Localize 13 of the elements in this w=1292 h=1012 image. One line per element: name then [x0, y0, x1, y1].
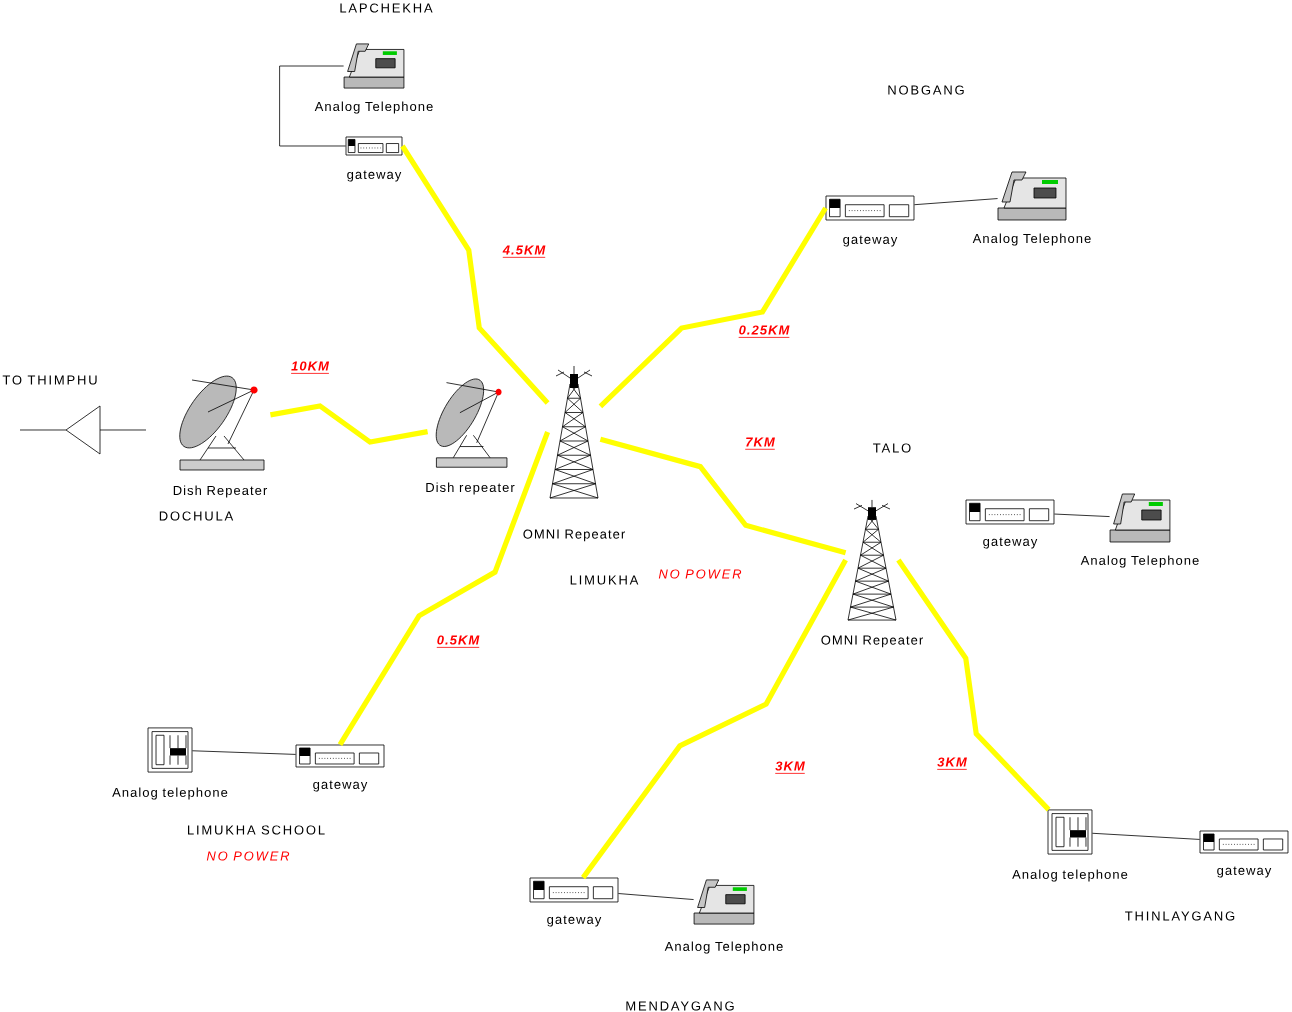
wireless-link — [896, 558, 1051, 812]
wireless-link — [400, 144, 550, 405]
cable-line — [1054, 513, 1110, 517]
cable-line — [914, 198, 998, 206]
cable-line — [279, 65, 346, 147]
cable-line — [1092, 832, 1200, 840]
wireless-link — [337, 431, 551, 746]
wireless-link — [269, 403, 429, 445]
wireless-link — [581, 558, 848, 880]
wireless-link — [599, 436, 847, 556]
cable-line — [192, 750, 296, 755]
cable-line — [618, 893, 694, 900]
wireless-link — [598, 206, 828, 409]
